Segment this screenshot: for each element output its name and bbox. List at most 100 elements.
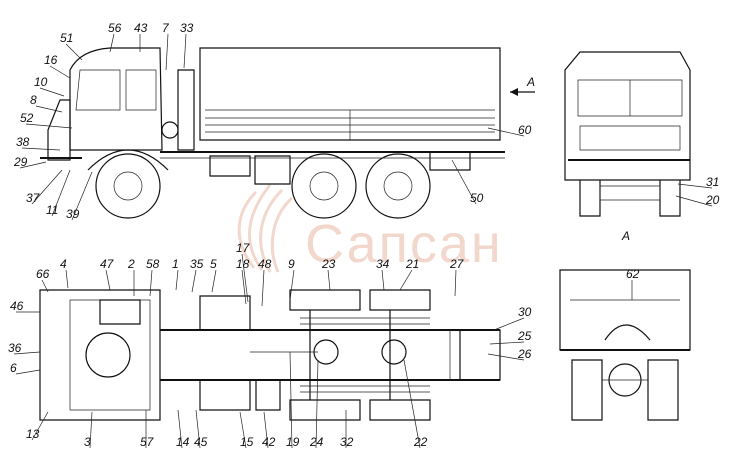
leader-line <box>289 351 293 449</box>
callout-50: 50 <box>470 191 484 205</box>
leader-line <box>327 269 331 291</box>
callout-6: 6 <box>10 361 17 375</box>
callout-51: 51 <box>60 31 73 45</box>
leader-line <box>177 409 183 449</box>
callout-66: 66 <box>36 267 50 281</box>
callout-46: 46 <box>10 299 24 313</box>
leader-line <box>289 269 295 301</box>
callout-19: 19 <box>286 435 300 449</box>
callout-56: 56 <box>108 21 122 35</box>
callout-16: 16 <box>44 53 58 67</box>
callout-7: 7 <box>162 21 170 35</box>
leader-line <box>19 161 47 169</box>
leader-line <box>183 33 187 69</box>
leader-line <box>487 353 525 361</box>
leader-line <box>241 269 247 305</box>
leader-line <box>71 171 93 221</box>
callout-24: 24 <box>309 435 324 449</box>
leader-line <box>315 359 319 449</box>
callout-5: 5 <box>210 257 217 271</box>
leader-line <box>677 183 713 189</box>
callout-22: 22 <box>413 435 428 449</box>
callout-20: 20 <box>705 193 720 207</box>
leader-line <box>191 269 197 293</box>
leader-line <box>263 411 269 449</box>
callout-31: 31 <box>706 175 719 189</box>
leader-line <box>21 147 61 151</box>
callout-9: 9 <box>288 257 295 271</box>
leader-line <box>39 87 65 97</box>
leader-line <box>15 369 41 375</box>
callout-58: 58 <box>146 257 160 271</box>
callout-8: 8 <box>30 93 37 107</box>
leader-line <box>454 269 457 297</box>
leader-line <box>109 33 115 53</box>
callout-11: 11 <box>46 203 58 217</box>
leader-line <box>105 269 111 291</box>
callout-4: 4 <box>60 257 67 271</box>
callout-13: 13 <box>26 427 40 441</box>
callout-39: 39 <box>66 207 80 221</box>
leader-line <box>175 269 179 291</box>
leader-line <box>65 43 83 61</box>
callout-2: 2 <box>127 257 135 271</box>
leader-line <box>49 65 71 79</box>
rear-view <box>559 269 691 421</box>
leader-line <box>149 269 153 297</box>
leader-line <box>487 127 525 137</box>
callout-57: 57 <box>140 435 155 449</box>
view-arrow-a <box>510 88 535 96</box>
leader-lines <box>13 33 713 449</box>
callout-33: 33 <box>180 21 194 35</box>
callout-48: 48 <box>258 257 272 271</box>
callout-25: 25 <box>517 329 532 343</box>
callout-34: 34 <box>376 257 390 271</box>
callout-42: 42 <box>262 435 276 449</box>
leader-line <box>451 159 477 205</box>
top-view <box>39 289 501 421</box>
watermark: Сапсан <box>237 184 501 274</box>
callout-10: 10 <box>34 75 48 89</box>
callout-62: 62 <box>626 267 640 281</box>
callout-45: 45 <box>194 435 208 449</box>
leader-line <box>41 279 49 293</box>
callout-29: 29 <box>13 155 28 169</box>
leader-line <box>403 359 421 449</box>
leader-line <box>51 169 71 217</box>
callout-27: 27 <box>449 257 465 271</box>
callout-1: 1 <box>172 257 179 271</box>
leader-line <box>261 269 265 307</box>
callout-47: 47 <box>100 257 115 271</box>
callout-52: 52 <box>20 111 34 125</box>
leader-line <box>211 269 217 293</box>
callout-26: 26 <box>517 347 532 361</box>
callout-15: 15 <box>240 435 254 449</box>
callout-32: 32 <box>340 435 354 449</box>
callout-60: 60 <box>518 123 532 137</box>
callout-38: 38 <box>16 135 30 149</box>
view-label-a-top: A <box>621 229 630 243</box>
leader-line <box>165 33 169 71</box>
callout-3: 3 <box>84 435 91 449</box>
leader-line <box>241 253 249 303</box>
front-view <box>564 51 691 217</box>
callout-35: 35 <box>190 257 204 271</box>
leader-line <box>35 105 63 113</box>
leader-line <box>489 341 525 345</box>
leader-line <box>381 269 385 291</box>
callout-14: 14 <box>176 435 190 449</box>
callout-30: 30 <box>518 305 532 319</box>
leader-line <box>195 409 201 449</box>
leader-line <box>31 169 63 205</box>
leader-line <box>31 411 49 441</box>
leader-line <box>89 411 93 449</box>
leader-line <box>493 317 525 331</box>
callout-17: 17 <box>236 241 251 255</box>
callout-21: 21 <box>405 257 419 271</box>
leader-line <box>675 195 713 207</box>
side-view <box>40 47 505 219</box>
callout-18: 18 <box>236 257 250 271</box>
